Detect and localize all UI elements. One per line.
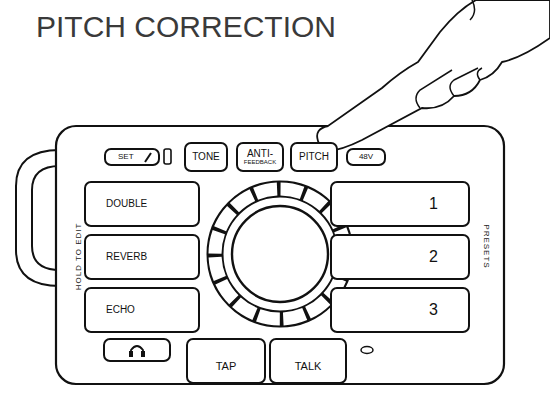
indicator: [164, 149, 171, 164]
set-button: SET: [104, 148, 160, 166]
pitch-button: PITCH: [290, 142, 338, 172]
headphone-icon: [141, 351, 145, 357]
knob-ring-segments: [215, 189, 345, 319]
talk-button: TALK: [269, 338, 347, 384]
title: PITCH CORRECTION: [36, 10, 336, 44]
effect-button: REVERB: [84, 234, 200, 280]
pencil-icon: [145, 153, 151, 162]
tone-button: TONE: [184, 142, 228, 172]
button-label: REVERB: [106, 252, 147, 263]
knob-ring: [215, 189, 345, 319]
button-label: ECHO: [106, 305, 135, 316]
headphone-icon: [129, 351, 133, 357]
pedal-body: [56, 126, 504, 384]
button-label: ANTI-: [247, 149, 273, 160]
preset-button: 2: [330, 234, 470, 280]
headphone-button: [104, 339, 170, 361]
button-label: 3: [429, 302, 438, 319]
button-label: SET: [118, 153, 134, 161]
side-label: PRESETS: [482, 224, 491, 268]
button-label: TAP: [216, 361, 237, 373]
preset-button: 1: [330, 181, 470, 227]
tap-button: TAP: [186, 338, 266, 384]
effect-button: DOUBLE: [84, 181, 200, 227]
button-label: TONE: [192, 152, 220, 163]
mic-clip: [16, 150, 60, 286]
effect-button: ECHO: [84, 287, 200, 333]
led: [361, 347, 373, 354]
button-label: DOUBLE: [106, 199, 147, 210]
phantom-power-button: 48V: [346, 148, 386, 166]
button-label: 48V: [359, 153, 373, 161]
button-label: TALK: [295, 361, 322, 373]
hand: [317, 0, 550, 151]
button-sublabel: FEEDBACK: [244, 159, 276, 165]
pencil-icon: [143, 151, 153, 163]
button-label: PITCH: [299, 152, 329, 163]
preset-button: 3: [330, 287, 470, 333]
anti-feedback-button: ANTI-FEEDBACK: [236, 142, 284, 172]
knob: [232, 206, 328, 302]
button-label: 2: [429, 249, 438, 266]
hand-thumb: [470, 0, 475, 20]
side-label: HOLD TO EDIT: [75, 222, 84, 290]
hand-fingers: [416, 68, 482, 108]
button-label: 1: [429, 196, 438, 213]
